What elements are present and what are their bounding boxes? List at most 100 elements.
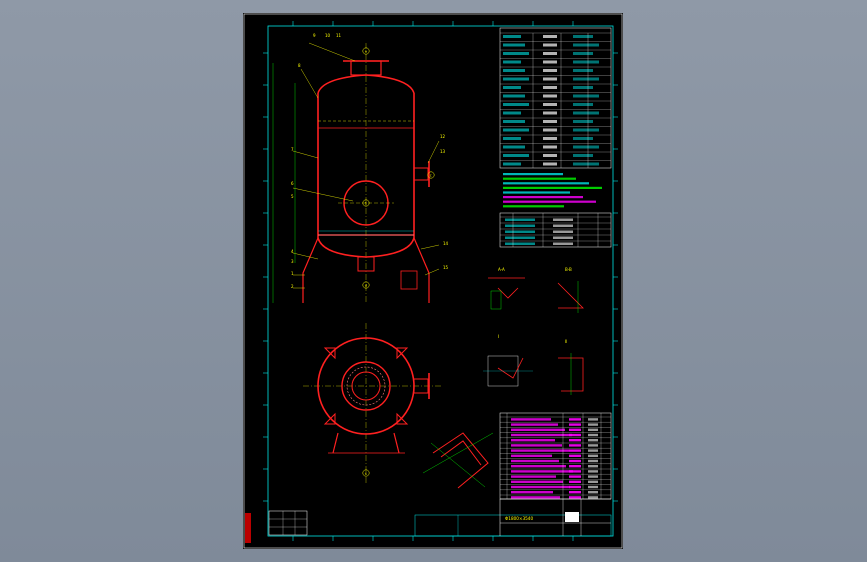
tech-row-text-cyan <box>503 69 525 72</box>
tech-row-text-value <box>573 128 599 132</box>
tech-row-text-white <box>543 145 557 149</box>
outer-border <box>243 13 623 549</box>
parts-row-qty <box>569 491 581 494</box>
tech-row-text-white <box>543 60 557 64</box>
detail-views: A-A B-B I <box>422 267 584 489</box>
parts-row-name <box>511 491 553 494</box>
tech-row-text-white <box>543 120 557 123</box>
nozzle-row-text <box>553 242 573 245</box>
parts-row-name <box>511 428 565 431</box>
nozzle-mark-a: a <box>365 49 367 53</box>
note-line <box>503 186 602 189</box>
tech-row-text-cyan <box>503 145 525 149</box>
parts-row-qty <box>569 465 581 468</box>
nozzle-row-text <box>553 224 573 227</box>
detail-label-i: I <box>498 334 499 339</box>
detail-3 <box>483 355 533 387</box>
parts-row-qty <box>569 496 581 499</box>
vessel-front-view <box>272 42 440 303</box>
tech-row-text-white <box>543 77 557 81</box>
parts-row-name <box>511 423 558 426</box>
parts-row-name <box>511 480 563 483</box>
parts-row-name <box>511 465 566 468</box>
part-balloon-4: 4 <box>291 249 294 254</box>
tech-row-text-cyan <box>503 52 529 55</box>
support-pad <box>400 270 418 290</box>
parts-row-mass <box>588 485 598 489</box>
parts-row-qty <box>569 485 581 489</box>
nozzle-mark-circle <box>427 171 435 179</box>
support-lugs <box>323 347 409 425</box>
tech-row-text-value <box>573 35 593 38</box>
tech-row-text-value <box>573 86 593 89</box>
tech-row-text-cyan <box>503 154 529 157</box>
tech-row-text-value <box>573 52 593 55</box>
note-line <box>503 182 589 185</box>
parts-row-qty <box>569 433 581 437</box>
top-view-side-nozzle <box>413 378 429 394</box>
tech-row-text-white <box>543 43 557 47</box>
nozzle-mark-circle <box>362 47 370 55</box>
title-logo-box <box>565 512 579 522</box>
parts-row-name <box>511 485 570 489</box>
parts-row-name <box>511 418 551 421</box>
parts-row-mass <box>588 480 598 483</box>
title-block: Φ1800×3540 <box>268 498 612 537</box>
tech-row-text-cyan <box>503 137 521 140</box>
nozzle-table-rows <box>500 213 611 247</box>
tech-table-border <box>499 27 612 169</box>
tech-row-text-white <box>543 154 557 157</box>
part-balloon-6: 6 <box>291 181 294 186</box>
part-balloon-10: 10 <box>325 33 331 38</box>
inner-frame <box>267 25 614 537</box>
top-view-legs <box>332 432 400 454</box>
part-balloon-7: 7 <box>291 147 294 152</box>
tech-row-text-cyan <box>503 111 521 115</box>
tech-row-text-cyan <box>503 162 521 166</box>
nozzle-row-text <box>505 242 535 245</box>
parts-row-mass <box>588 433 598 437</box>
parts-row-qty <box>569 459 581 463</box>
parts-row-name <box>511 444 562 447</box>
tech-row-text-white <box>543 103 557 106</box>
nozzle-mark-b: b <box>365 201 368 205</box>
parts-list-rows <box>500 413 611 499</box>
nozzle-row-text <box>505 224 535 227</box>
note-line <box>503 205 564 208</box>
parts-list <box>499 412 612 500</box>
tech-row-text-value <box>573 103 593 106</box>
tech-row-text-value <box>573 162 599 166</box>
tech-row-text-cyan <box>503 43 525 47</box>
tech-row-text-white <box>543 69 557 72</box>
tech-row-text-white <box>543 52 557 55</box>
revision-block <box>268 510 308 536</box>
part-balloon-9: 9 <box>313 33 316 38</box>
tech-row-text-cyan <box>503 120 525 123</box>
detail-4 <box>558 353 584 395</box>
frame-ticks <box>263 21 618 541</box>
part-balloon-15: 15 <box>443 265 449 270</box>
parts-row-qty <box>569 423 581 426</box>
parts-row-mass <box>588 465 598 468</box>
parts-row-name <box>511 459 559 463</box>
nozzle-mark-d: d <box>365 283 367 287</box>
detail-2 <box>557 281 584 313</box>
parts-row-mass <box>588 423 598 426</box>
note-line <box>503 173 563 176</box>
parts-row-qty <box>569 444 581 447</box>
part-balloon-8: 8 <box>298 63 301 68</box>
tech-row-text-white <box>543 35 557 38</box>
tech-row-text-white <box>543 94 557 98</box>
note-line <box>503 200 596 203</box>
nozzle-mark-circle <box>362 281 370 289</box>
parts-row-mass <box>588 454 598 457</box>
parts-row-mass <box>588 449 598 452</box>
parts-row-name <box>511 433 572 437</box>
part-balloon-5: 5 <box>291 194 294 199</box>
tech-row-text-white <box>543 162 557 166</box>
tech-row-text-value <box>573 43 599 47</box>
parts-row-qty <box>569 454 581 457</box>
